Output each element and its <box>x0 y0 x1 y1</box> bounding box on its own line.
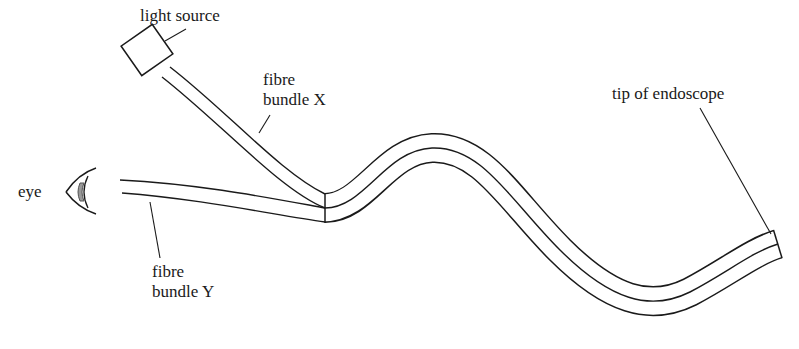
part-label: tip of endoscope <box>612 84 724 104</box>
eye-pupil <box>78 183 84 201</box>
part-label: fibre bundle Y <box>152 262 232 302</box>
leader-line <box>259 115 270 133</box>
label-box: tip of endoscope <box>612 84 724 104</box>
light-source-box <box>121 24 173 75</box>
label-box: fibre bundle X <box>263 70 343 110</box>
part-label: fibre bundle X <box>263 70 343 110</box>
leader-line <box>165 29 186 41</box>
eye-cornea <box>84 176 88 208</box>
endoscope-tube-divider <box>325 148 778 301</box>
label-box: fibre bundle Y <box>152 262 232 302</box>
endoscope-tube-core <box>323 148 780 301</box>
tube-tip-end <box>774 230 783 258</box>
part-label: light source <box>140 6 220 26</box>
fibre-bundle-x-edge <box>170 67 325 194</box>
label-box: eye <box>18 182 42 202</box>
part-label: eye <box>18 182 42 202</box>
leader-line <box>700 108 771 234</box>
leader-line <box>150 202 160 258</box>
label-box: light source <box>140 6 220 26</box>
